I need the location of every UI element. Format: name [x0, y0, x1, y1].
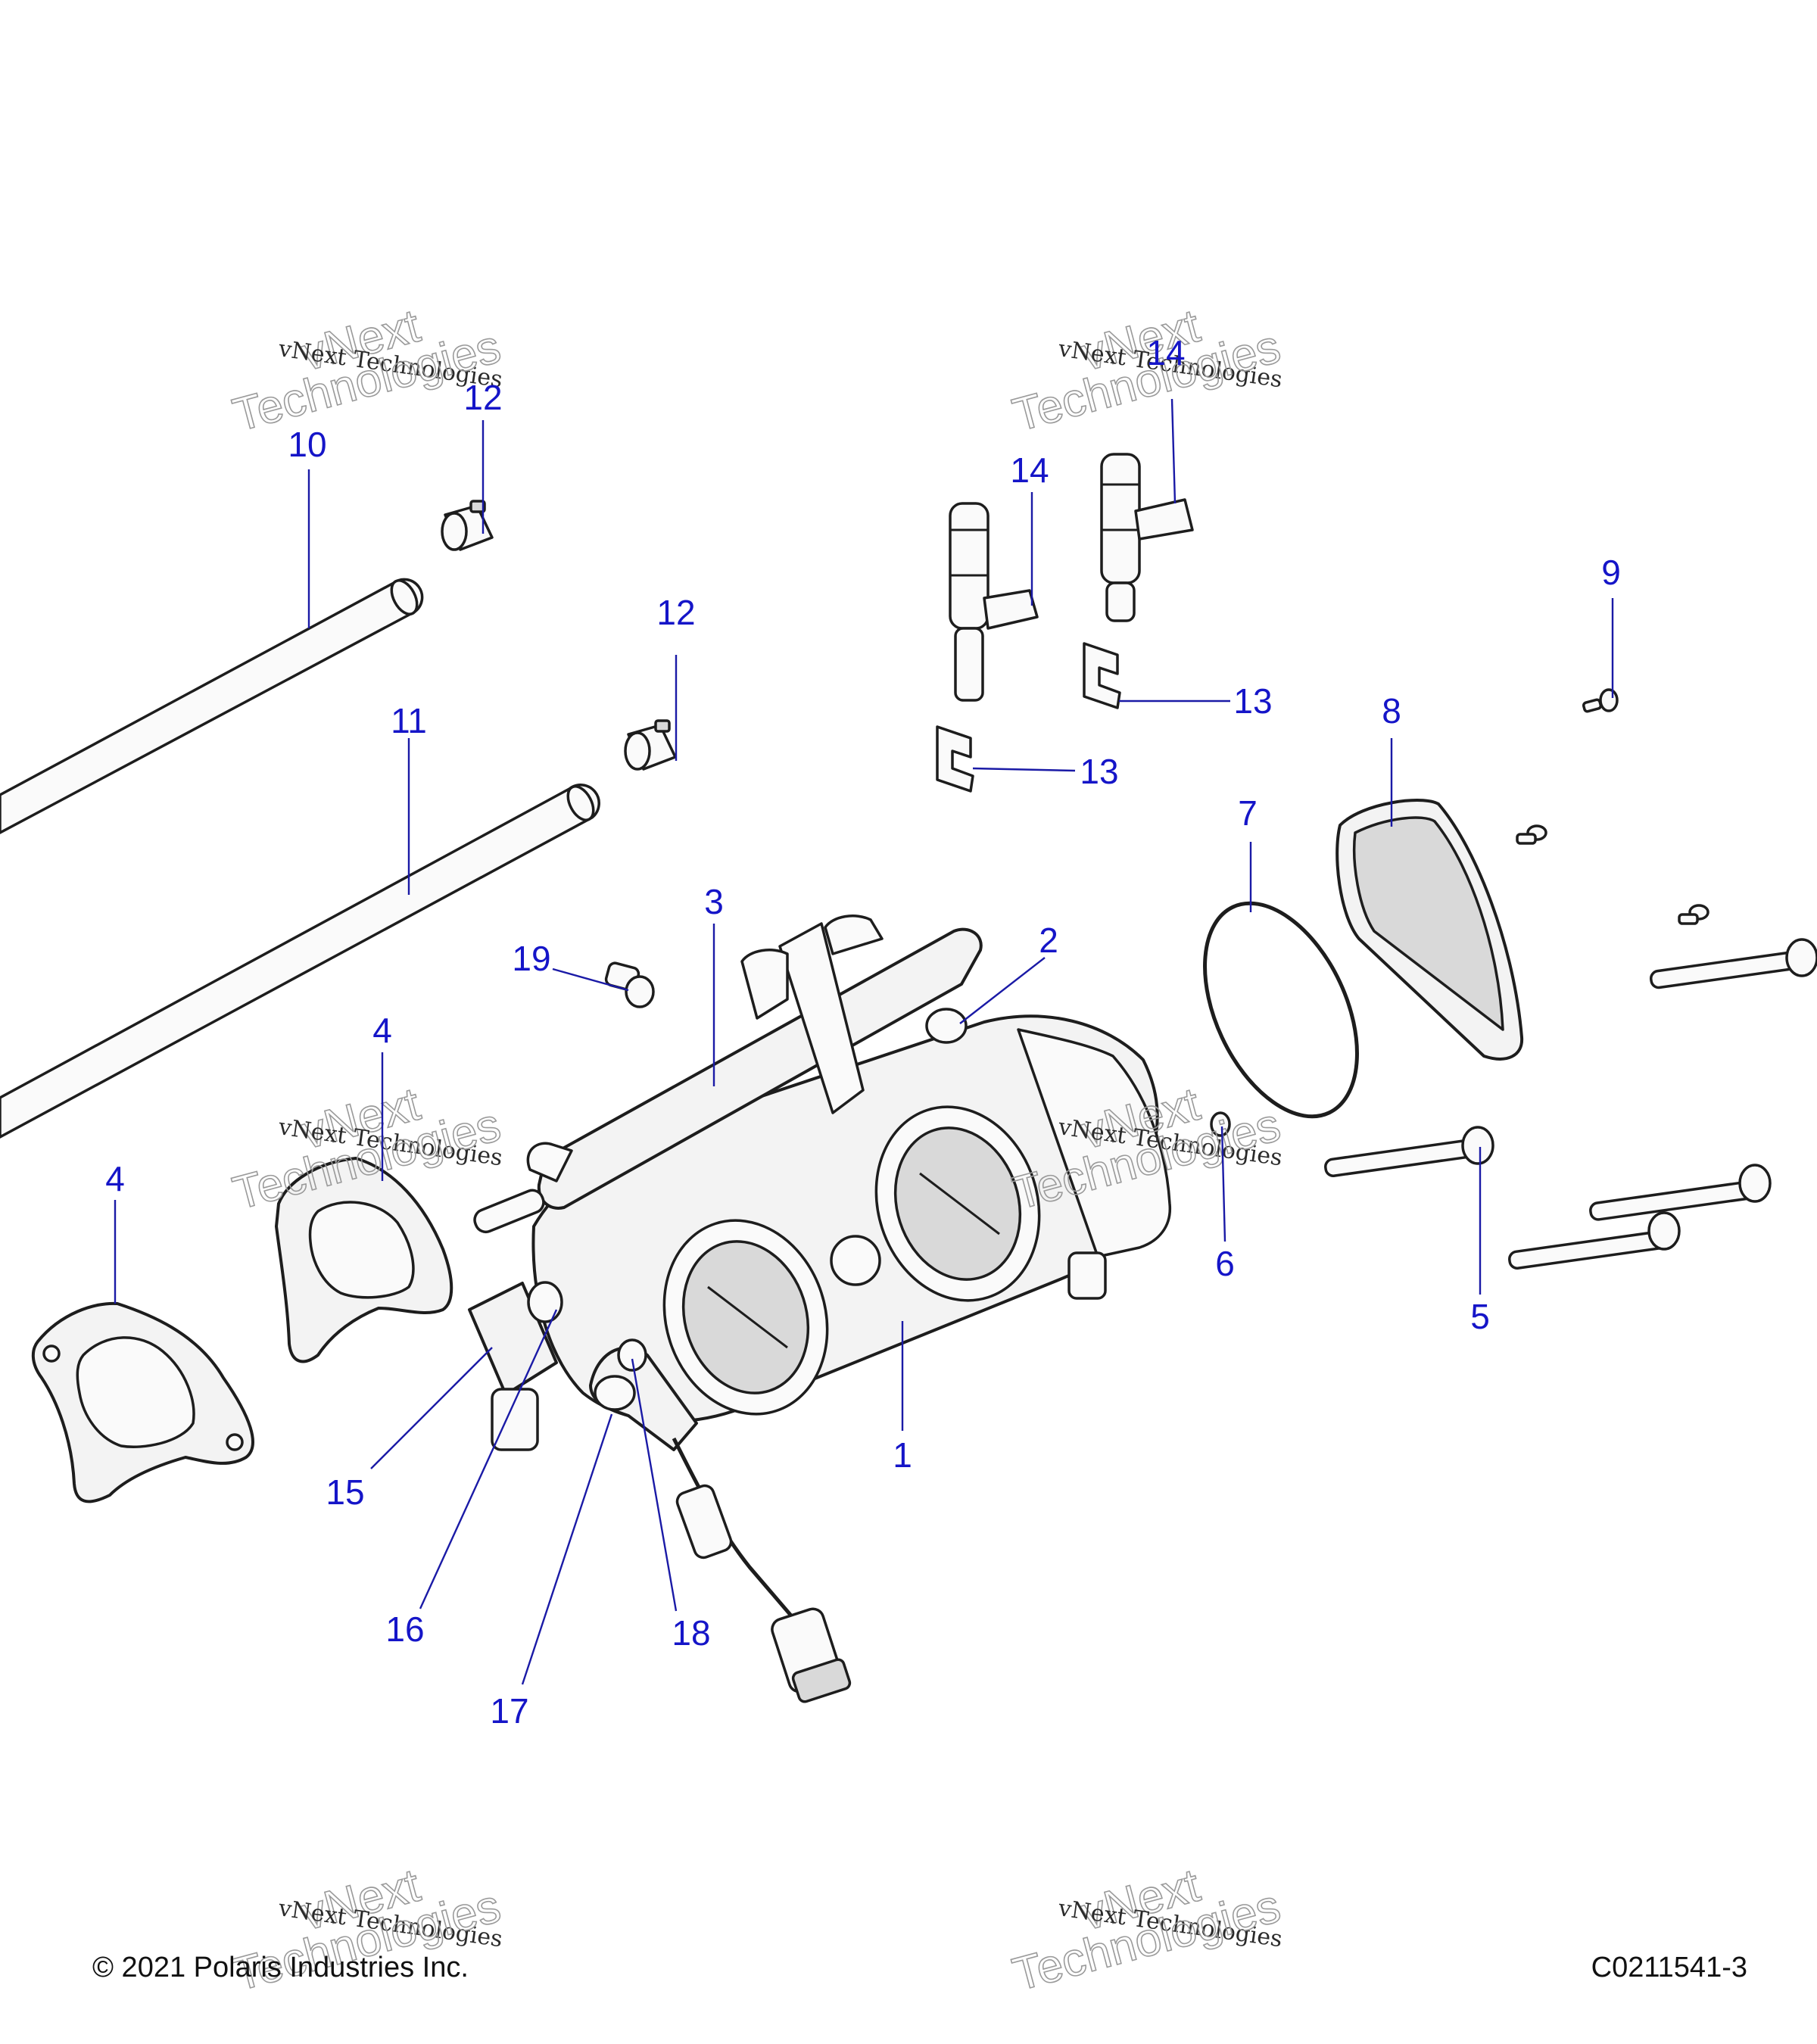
- callout-label: 6: [1215, 1244, 1235, 1283]
- callout-label: 5: [1470, 1297, 1490, 1336]
- callout-label: 16: [385, 1609, 424, 1649]
- callout-label: 11: [391, 701, 427, 740]
- callout-label: 14: [1146, 333, 1185, 372]
- long-bolt-d: [1508, 1211, 1681, 1270]
- injector-clip-right: [1083, 642, 1121, 709]
- copyright-notice: © 2021 Polaris Industries Inc.: [92, 1952, 469, 1983]
- callout-label: 4: [105, 1159, 125, 1198]
- injector-clip-left: [936, 725, 974, 793]
- sensor-harness: [672, 1437, 852, 1703]
- parts-drawing: [0, 453, 1817, 1703]
- callout-label: 4: [372, 1011, 392, 1050]
- long-bolt-b: [1324, 1126, 1494, 1177]
- rivet-19: [604, 961, 655, 1008]
- callout-label: 14: [1010, 450, 1049, 490]
- cover-screw-small-b: [1678, 904, 1709, 925]
- callout-label: 2: [1039, 921, 1058, 960]
- fuel-hose-lower: [0, 784, 600, 1139]
- callout-label: 7: [1238, 793, 1258, 833]
- callout-label: 17: [490, 1691, 528, 1731]
- throttle-cover: [1335, 799, 1524, 1061]
- long-bolt-c: [1589, 1164, 1772, 1221]
- callout-label: 3: [704, 882, 724, 921]
- watermark: vNext vNext Technologies Technologies: [1007, 1859, 1286, 2002]
- watermark: vNext vNext Technologies Technologies: [227, 299, 506, 442]
- callout-label: 18: [672, 1613, 710, 1653]
- throttle-position-sensor: [468, 1281, 563, 1451]
- gasket-right: [275, 1157, 453, 1363]
- callout-label: 8: [1382, 691, 1401, 731]
- o-ring: [1203, 901, 1359, 1119]
- callout-label: 19: [512, 939, 550, 978]
- fuel-injector-right: [1100, 453, 1194, 622]
- watermark: vNext vNext Technologies Technologies: [1007, 1077, 1286, 1220]
- fuel-rail: [473, 915, 983, 1234]
- callout-label: 9: [1601, 553, 1621, 592]
- fuel-injector-left: [949, 502, 1039, 702]
- callout-label: 12: [656, 593, 695, 632]
- hose-clamp-upper: [441, 500, 494, 551]
- hose-clamp-lower: [624, 719, 677, 771]
- callout-label: 15: [326, 1472, 364, 1512]
- callout-labels: 1 2 3 4 4 5 6 7 8 9 10 11 12 12 13 13 14…: [105, 333, 1621, 1731]
- callout-label: 1: [893, 1435, 912, 1475]
- callout-label: 13: [1080, 752, 1118, 791]
- screw-6: [1210, 1111, 1231, 1137]
- gasket-left: [31, 1301, 254, 1503]
- callout-leaders: [114, 398, 1614, 1685]
- callout-label: 13: [1233, 681, 1272, 721]
- callout-label: 12: [463, 378, 502, 417]
- callout-label: 10: [288, 425, 326, 464]
- cover-screw-small-a: [1516, 824, 1547, 845]
- figure-code: C0211541-3: [1591, 1952, 1747, 1983]
- long-bolt-a: [1649, 938, 1817, 989]
- throttle-lever: [589, 1338, 698, 1451]
- fuel-hose-upper: [0, 578, 424, 834]
